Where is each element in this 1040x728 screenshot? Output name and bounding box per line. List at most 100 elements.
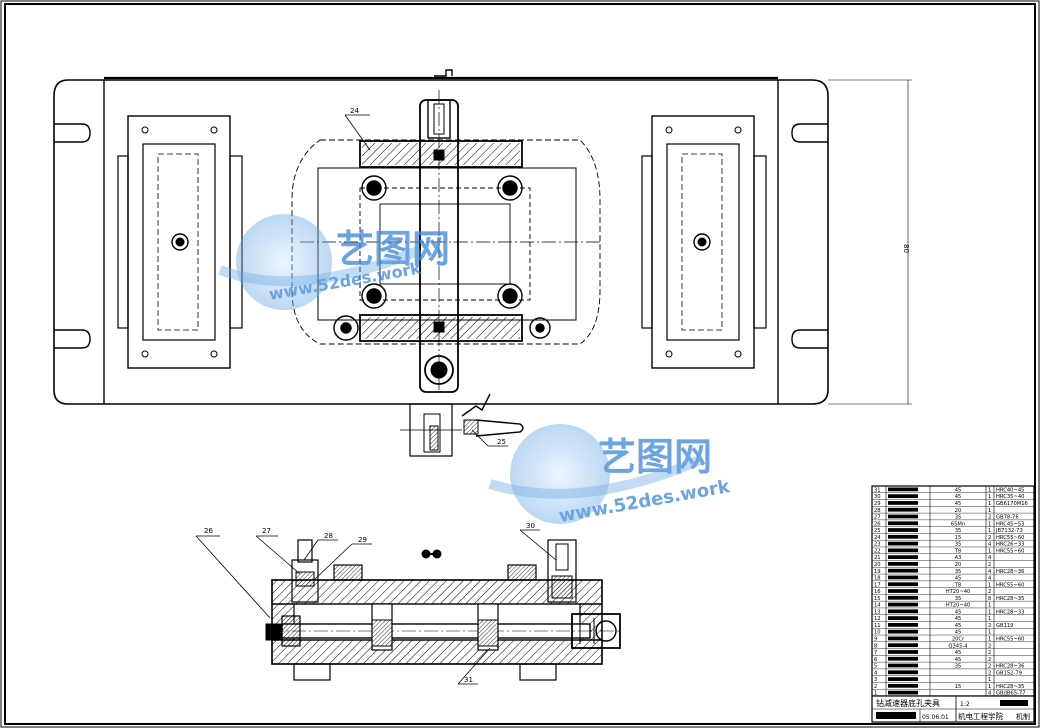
bom-cell-note: GB119 <box>996 623 1013 629</box>
bom-cell-no: 27 <box>874 515 881 521</box>
bom-cell-qty: 4 <box>988 576 992 582</box>
bom-redacted-name <box>888 548 918 553</box>
bom-cell-no: 9 <box>874 637 877 643</box>
bom-cell-note: HRC55~60 <box>996 548 1024 554</box>
bom-cell-material: 45 <box>955 609 962 615</box>
callout-24: 24 <box>344 107 371 151</box>
bom-redacted-name <box>888 514 918 519</box>
bom-cell-material: 15 <box>955 535 962 541</box>
callout-25-label: 25 <box>497 438 506 446</box>
bom-redacted-name <box>888 494 918 499</box>
bom-cell-material: T8 <box>954 582 961 588</box>
bom-cell-material: 20 <box>955 508 962 514</box>
watermark-top-brand: 艺图网 <box>336 227 450 271</box>
bom-cell-note: HRC28~35 <box>996 684 1024 690</box>
bom-cell-no: 8 <box>874 643 877 649</box>
bom-cell-note: HRC55~60 <box>996 637 1024 643</box>
bom-redacted-name <box>888 562 918 566</box>
bom-cell-note: HRC28~35 <box>996 596 1024 602</box>
bom-cell-qty: 1 <box>988 494 991 500</box>
bom-cell-no: 1 <box>874 691 877 697</box>
bom-cell-qty: 2 <box>988 515 991 521</box>
bom-cell-qty: 2 <box>988 643 991 649</box>
bom-redacted-name <box>888 629 918 634</box>
bom-redacted-name <box>888 555 918 560</box>
callout-31-label: 31 <box>464 676 473 684</box>
callout-27: 27 <box>255 527 301 575</box>
bom-redacted-name <box>888 643 918 648</box>
watermark-bottom: 艺图网 www.52des.work <box>488 424 732 527</box>
bom-cell-no: 10 <box>874 630 881 636</box>
bom-cell-note: GB/JB65-77 <box>996 691 1026 697</box>
bom-redacted-name <box>888 683 918 688</box>
bom-cell-qty: 1 <box>988 616 991 622</box>
bom-cell-qty: 1 <box>988 603 991 609</box>
bom-redacted-name <box>888 609 918 614</box>
bom-cell-qty: 2 <box>988 670 991 676</box>
bom-redacted-name <box>888 602 918 607</box>
top-view: 80 <box>53 69 912 457</box>
drawing-date: 05.06.01 <box>922 714 949 721</box>
bom-cell-no: 22 <box>874 548 881 554</box>
bom-cell-no: 29 <box>874 501 881 507</box>
major-abbrev: 机制 <box>1016 712 1030 721</box>
bom-cell-no: 24 <box>874 535 881 541</box>
callout-30: 30 <box>519 522 557 561</box>
callout-25: 25 <box>471 429 508 447</box>
bom-cell-material: 45 <box>955 487 962 493</box>
bom-cell-note: GB6170M16 <box>996 501 1028 507</box>
bom-redacted-name <box>888 663 918 668</box>
callout-29: 29 <box>313 536 372 581</box>
bom-cell-material: 35 <box>955 528 962 534</box>
bom-cell-qty: 4 <box>988 691 992 697</box>
bom-redacted-name <box>888 690 918 695</box>
title-block: 钻减速器底孔夹具 1:2 05.06.01 机电工程学院 机制 <box>871 695 1035 723</box>
bom-redacted-name <box>888 501 918 505</box>
callout-24-label: 24 <box>350 107 359 115</box>
bom-cell-no: 15 <box>874 596 881 602</box>
watermark-bottom-brand: 艺图网 <box>598 435 712 479</box>
bom-cell-note: HRC28~36 <box>996 569 1024 575</box>
bom-cell-qty: 1 <box>988 548 991 554</box>
callout-26-label: 26 <box>204 527 213 535</box>
bom-cell-note: JB7132-73 <box>995 528 1023 534</box>
bom-cell-material: Q345-4 <box>948 643 968 649</box>
bom-cell-note: HRC35~40 <box>996 494 1024 500</box>
callout-28: 28 <box>303 532 338 561</box>
bom-cell-qty: 1 <box>988 582 991 588</box>
bom-redacted-name <box>888 636 918 641</box>
callout-26: 26 <box>195 527 271 619</box>
bom-row: 1 4 GB/JB65-77 <box>872 689 1034 697</box>
bom-redacted-name <box>888 568 918 573</box>
bom-cell-no: 17 <box>874 582 881 588</box>
bom-redacted-name <box>888 528 918 532</box>
bom-cell-qty: 1 <box>988 637 991 643</box>
bom-cell-no: 5 <box>874 664 877 670</box>
bom-cell-qty: 1 <box>988 684 991 690</box>
bom-redacted-name <box>888 487 918 492</box>
bom-cell-qty: 2 <box>988 623 991 629</box>
bom-redacted-name <box>888 521 918 526</box>
bom-cell-no: 18 <box>874 576 881 582</box>
bom-cell-note: GB78-76 <box>996 515 1019 521</box>
svg-text:80: 80 <box>902 244 910 253</box>
bom-cell-material: 45 <box>955 650 962 656</box>
bom-cell-qty: 1 <box>988 528 991 534</box>
callout-29-label: 29 <box>358 536 367 544</box>
bom-cell-qty: 2 <box>988 589 991 595</box>
bom-cell-no: 6 <box>874 657 877 663</box>
bom-cell-material: 45 <box>955 501 962 507</box>
bom-cell-material: 35 <box>955 664 962 670</box>
